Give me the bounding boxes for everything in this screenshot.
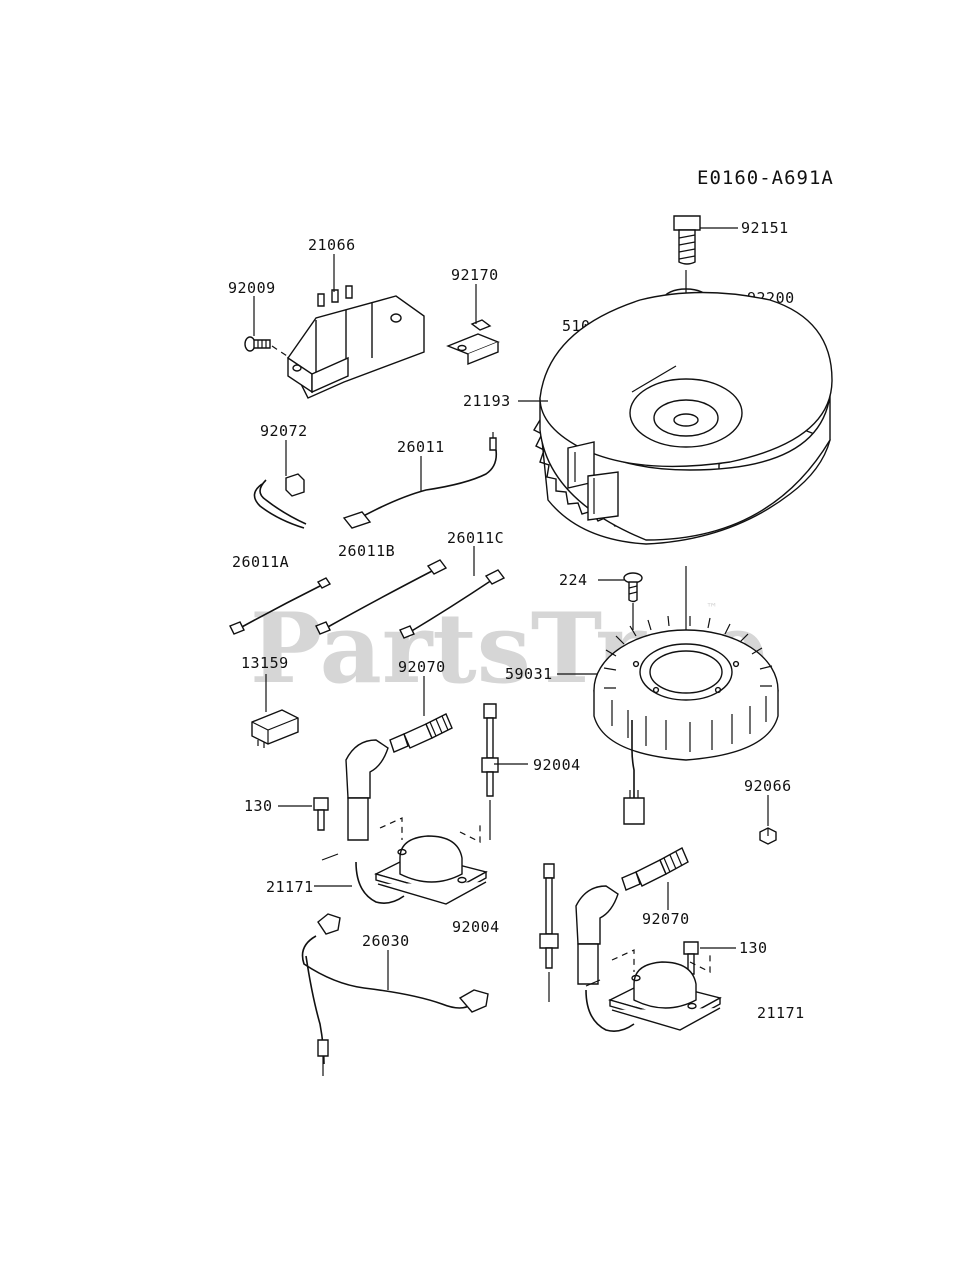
- part-59031-stator[interactable]: [593, 615, 779, 761]
- label-92072[interactable]: 92072: [260, 422, 308, 440]
- part-21171-ignition-coil-lower[interactable]: [575, 885, 722, 1032]
- label-92004-upper[interactable]: 92004: [533, 756, 581, 774]
- label-13159[interactable]: 13159: [241, 654, 289, 672]
- part-21193-flywheel[interactable]: [533, 291, 833, 545]
- label-130-lower[interactable]: 130: [739, 939, 768, 957]
- label-21193[interactable]: 21193: [463, 392, 511, 410]
- label-224[interactable]: 224: [559, 571, 588, 589]
- part-130-bolt-upper[interactable]: [313, 797, 329, 831]
- part-92004-stud-upper[interactable]: [481, 703, 499, 797]
- part-26011-lead[interactable]: [342, 432, 498, 529]
- part-26011B-lead[interactable]: [315, 559, 448, 635]
- part-92066-nut[interactable]: [759, 827, 777, 845]
- part-92070-spark-plug-lower[interactable]: [621, 847, 689, 891]
- part-21171-ignition-coil-upper[interactable]: [345, 739, 488, 905]
- part-92004-stud-lower[interactable]: [539, 863, 559, 969]
- part-92009-screw[interactable]: [244, 336, 271, 352]
- label-59031[interactable]: 59031: [505, 665, 553, 683]
- label-21171-upper[interactable]: 21171: [266, 878, 314, 896]
- label-92070-upper[interactable]: 92070: [398, 658, 446, 676]
- part-21066-regulator[interactable]: [287, 285, 425, 399]
- part-13159-connector[interactable]: [251, 709, 299, 748]
- label-130-upper[interactable]: 130: [244, 797, 273, 815]
- part-130-bolt-lower[interactable]: [683, 941, 699, 975]
- label-26011A[interactable]: 26011A: [232, 553, 289, 571]
- part-26011A-lead[interactable]: [229, 577, 332, 635]
- label-92004-lower[interactable]: 92004: [452, 918, 500, 936]
- part-224-screw[interactable]: [623, 572, 643, 603]
- part-92151-bolt[interactable]: [673, 215, 701, 265]
- part-26011C-lead[interactable]: [399, 569, 506, 639]
- label-26011C[interactable]: 26011C: [447, 529, 504, 547]
- part-92072-band[interactable]: [253, 473, 307, 529]
- part-26030-lead[interactable]: [301, 913, 489, 1076]
- label-92170[interactable]: 92170: [451, 266, 499, 284]
- label-21171-lower[interactable]: 21171: [757, 1004, 805, 1022]
- label-92070-lower[interactable]: 92070: [642, 910, 690, 928]
- diagram-code: E0160-A691A: [697, 167, 834, 189]
- label-92009[interactable]: 92009: [228, 279, 276, 297]
- label-26030[interactable]: 26030: [362, 932, 410, 950]
- part-92170-clamp[interactable]: [446, 319, 500, 366]
- label-92066[interactable]: 92066: [744, 777, 792, 795]
- label-92151[interactable]: 92151: [741, 219, 789, 237]
- part-92070-spark-plug-upper[interactable]: [389, 713, 453, 753]
- watermark-trademark: ™: [706, 601, 718, 615]
- label-26011B[interactable]: 26011B: [338, 542, 395, 560]
- label-26011[interactable]: 26011: [397, 438, 445, 456]
- label-21066[interactable]: 21066: [308, 236, 356, 254]
